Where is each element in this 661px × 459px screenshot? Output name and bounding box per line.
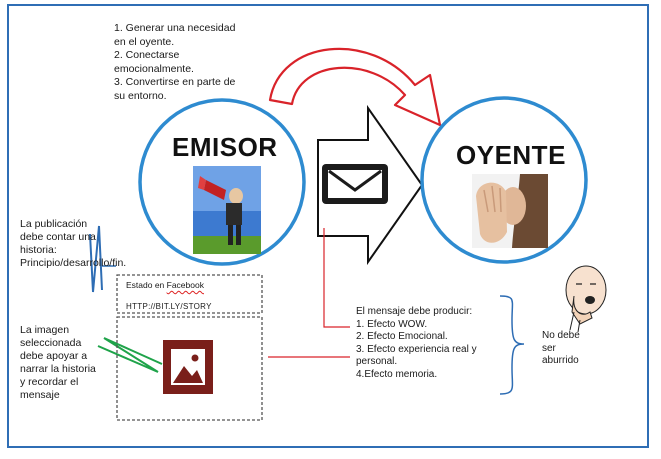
megaphone-photo xyxy=(193,166,261,254)
listening-ear-photo xyxy=(472,174,548,248)
message-brace xyxy=(499,295,525,395)
message-line: 4.Efecto memoria. xyxy=(356,368,438,380)
message-line: El mensaje debe producir: xyxy=(356,306,473,317)
emisor-to-message-connector xyxy=(323,228,350,328)
fb-status-text: Estado en Facebook xyxy=(126,280,204,290)
goal-line: 3. Convertirse en parte de xyxy=(114,76,236,88)
goal-line: en el oyente. xyxy=(114,35,175,48)
envelope-icon xyxy=(322,164,388,204)
not-boring-note: No debe ser aburrido xyxy=(542,330,580,366)
image-note: La imagen seleccionada debe apoyar a nar… xyxy=(20,324,96,401)
message-effects: El mensaje debe producir: 1. Efecto WOW.… xyxy=(356,306,506,381)
goal-line: 1. Generar una necesidad xyxy=(114,22,236,34)
note2-bracket xyxy=(97,337,163,373)
goal-line: emocionalmente. xyxy=(114,62,194,75)
note1-bracket xyxy=(89,225,103,293)
message-line: 1. Efecto WOW. xyxy=(356,318,428,330)
story-note: La publicación debe contar una historia:… xyxy=(20,218,127,269)
fb-status-word: Facebook xyxy=(166,280,204,290)
bored-face-icon xyxy=(565,265,607,333)
curved-red-arrow xyxy=(268,47,442,127)
message-line: personal. xyxy=(356,356,398,367)
image-box xyxy=(116,316,263,421)
fb-status-box xyxy=(116,274,263,314)
image-placeholder-icon xyxy=(163,340,213,394)
fb-url: HTTP://BIT.LY/STORY xyxy=(126,302,212,311)
message-line: 2. Efecto Emocional. xyxy=(356,331,448,342)
goal-line: su entorno. xyxy=(114,89,167,102)
goals-list: 1. Generar una necesidad en el oyente. 2… xyxy=(114,22,262,103)
goal-line: 2. Conectarse xyxy=(114,49,180,61)
message-line: 3. Efecto experiencia real y xyxy=(356,343,477,355)
fb-status-prefix: Estado en xyxy=(126,280,167,290)
emisor-title: EMISOR xyxy=(172,132,278,162)
oyente-title: OYENTE xyxy=(456,140,566,170)
outer-frame xyxy=(7,4,649,448)
